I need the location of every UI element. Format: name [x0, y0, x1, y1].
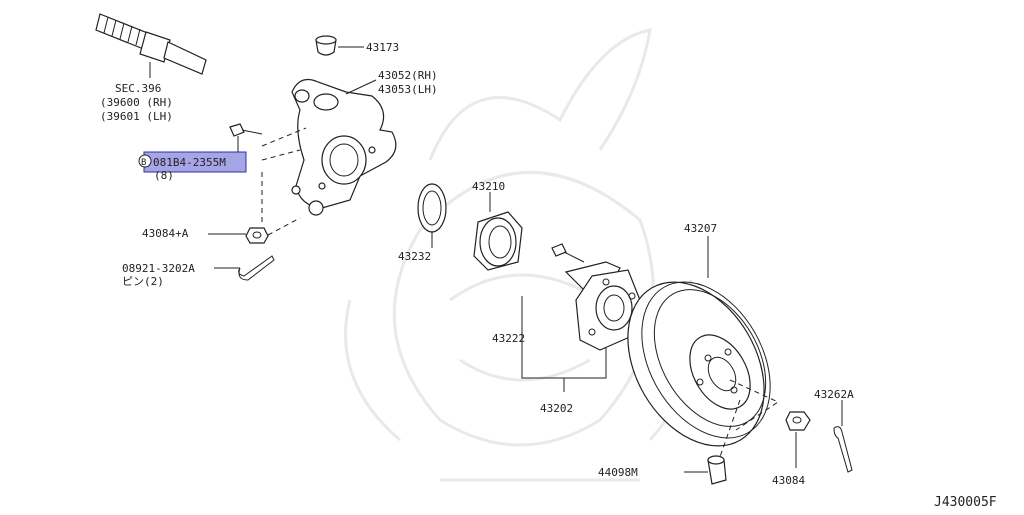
diagram-id: J430005F [934, 495, 997, 510]
label-43084a: 43084+A [142, 227, 189, 240]
nut-43084a[interactable] [245, 217, 301, 244]
label-43210: 43210 [472, 180, 505, 193]
brake-disc-43207[interactable] [600, 236, 796, 470]
label-43084: 43084 [772, 474, 805, 487]
label-43053-lh: 43053(LH) [378, 83, 438, 96]
label-43262a: 43262A [814, 388, 854, 401]
label-bolt-qty: (8) [154, 169, 174, 182]
sec396-line2: (39600 (RH) [100, 96, 173, 109]
drive-shaft[interactable] [95, 13, 207, 78]
bolt-081b4-2355m-highlight[interactable]: B 081B4-2355M [138, 151, 247, 173]
label-43173: 43173 [366, 41, 399, 54]
bracket-43202 [521, 296, 607, 392]
cotter-pin-08921[interactable] [238, 255, 275, 281]
knuckle-bolt[interactable] [229, 123, 263, 152]
label-43202: 43202 [540, 402, 573, 415]
label-43052-rh: 43052(RH) [378, 69, 438, 82]
hub-bolt[interactable] [551, 243, 585, 263]
label-43222: 43222 [492, 332, 525, 345]
bearing-43210[interactable] [473, 192, 523, 271]
sec396-line1: SEC.396 [115, 82, 161, 95]
bushing-43173[interactable] [315, 35, 364, 56]
sec396-line3: (39601 (LH) [100, 110, 173, 123]
cotter-pin-43262a[interactable] [833, 400, 853, 473]
label-43232: 43232 [398, 250, 431, 263]
bolt-prefix-icon: B [141, 158, 146, 168]
plug-44098m[interactable] [684, 455, 727, 485]
seal-43232[interactable] [417, 183, 447, 248]
label-pin-qty: ピン(2) [122, 275, 164, 288]
hub-43202[interactable] [564, 261, 641, 351]
label-081b4-2355m: 081B4-2355M [153, 156, 226, 169]
label-44098m: 44098M [598, 466, 638, 479]
bolt-dash-lines [261, 127, 307, 225]
label-43207: 43207 [684, 222, 717, 235]
nut-43084[interactable] [785, 411, 811, 468]
disc-dash-lines [715, 379, 780, 469]
label-08921-3202a: 08921-3202A [122, 262, 195, 275]
steering-knuckle[interactable] [291, 79, 397, 216]
